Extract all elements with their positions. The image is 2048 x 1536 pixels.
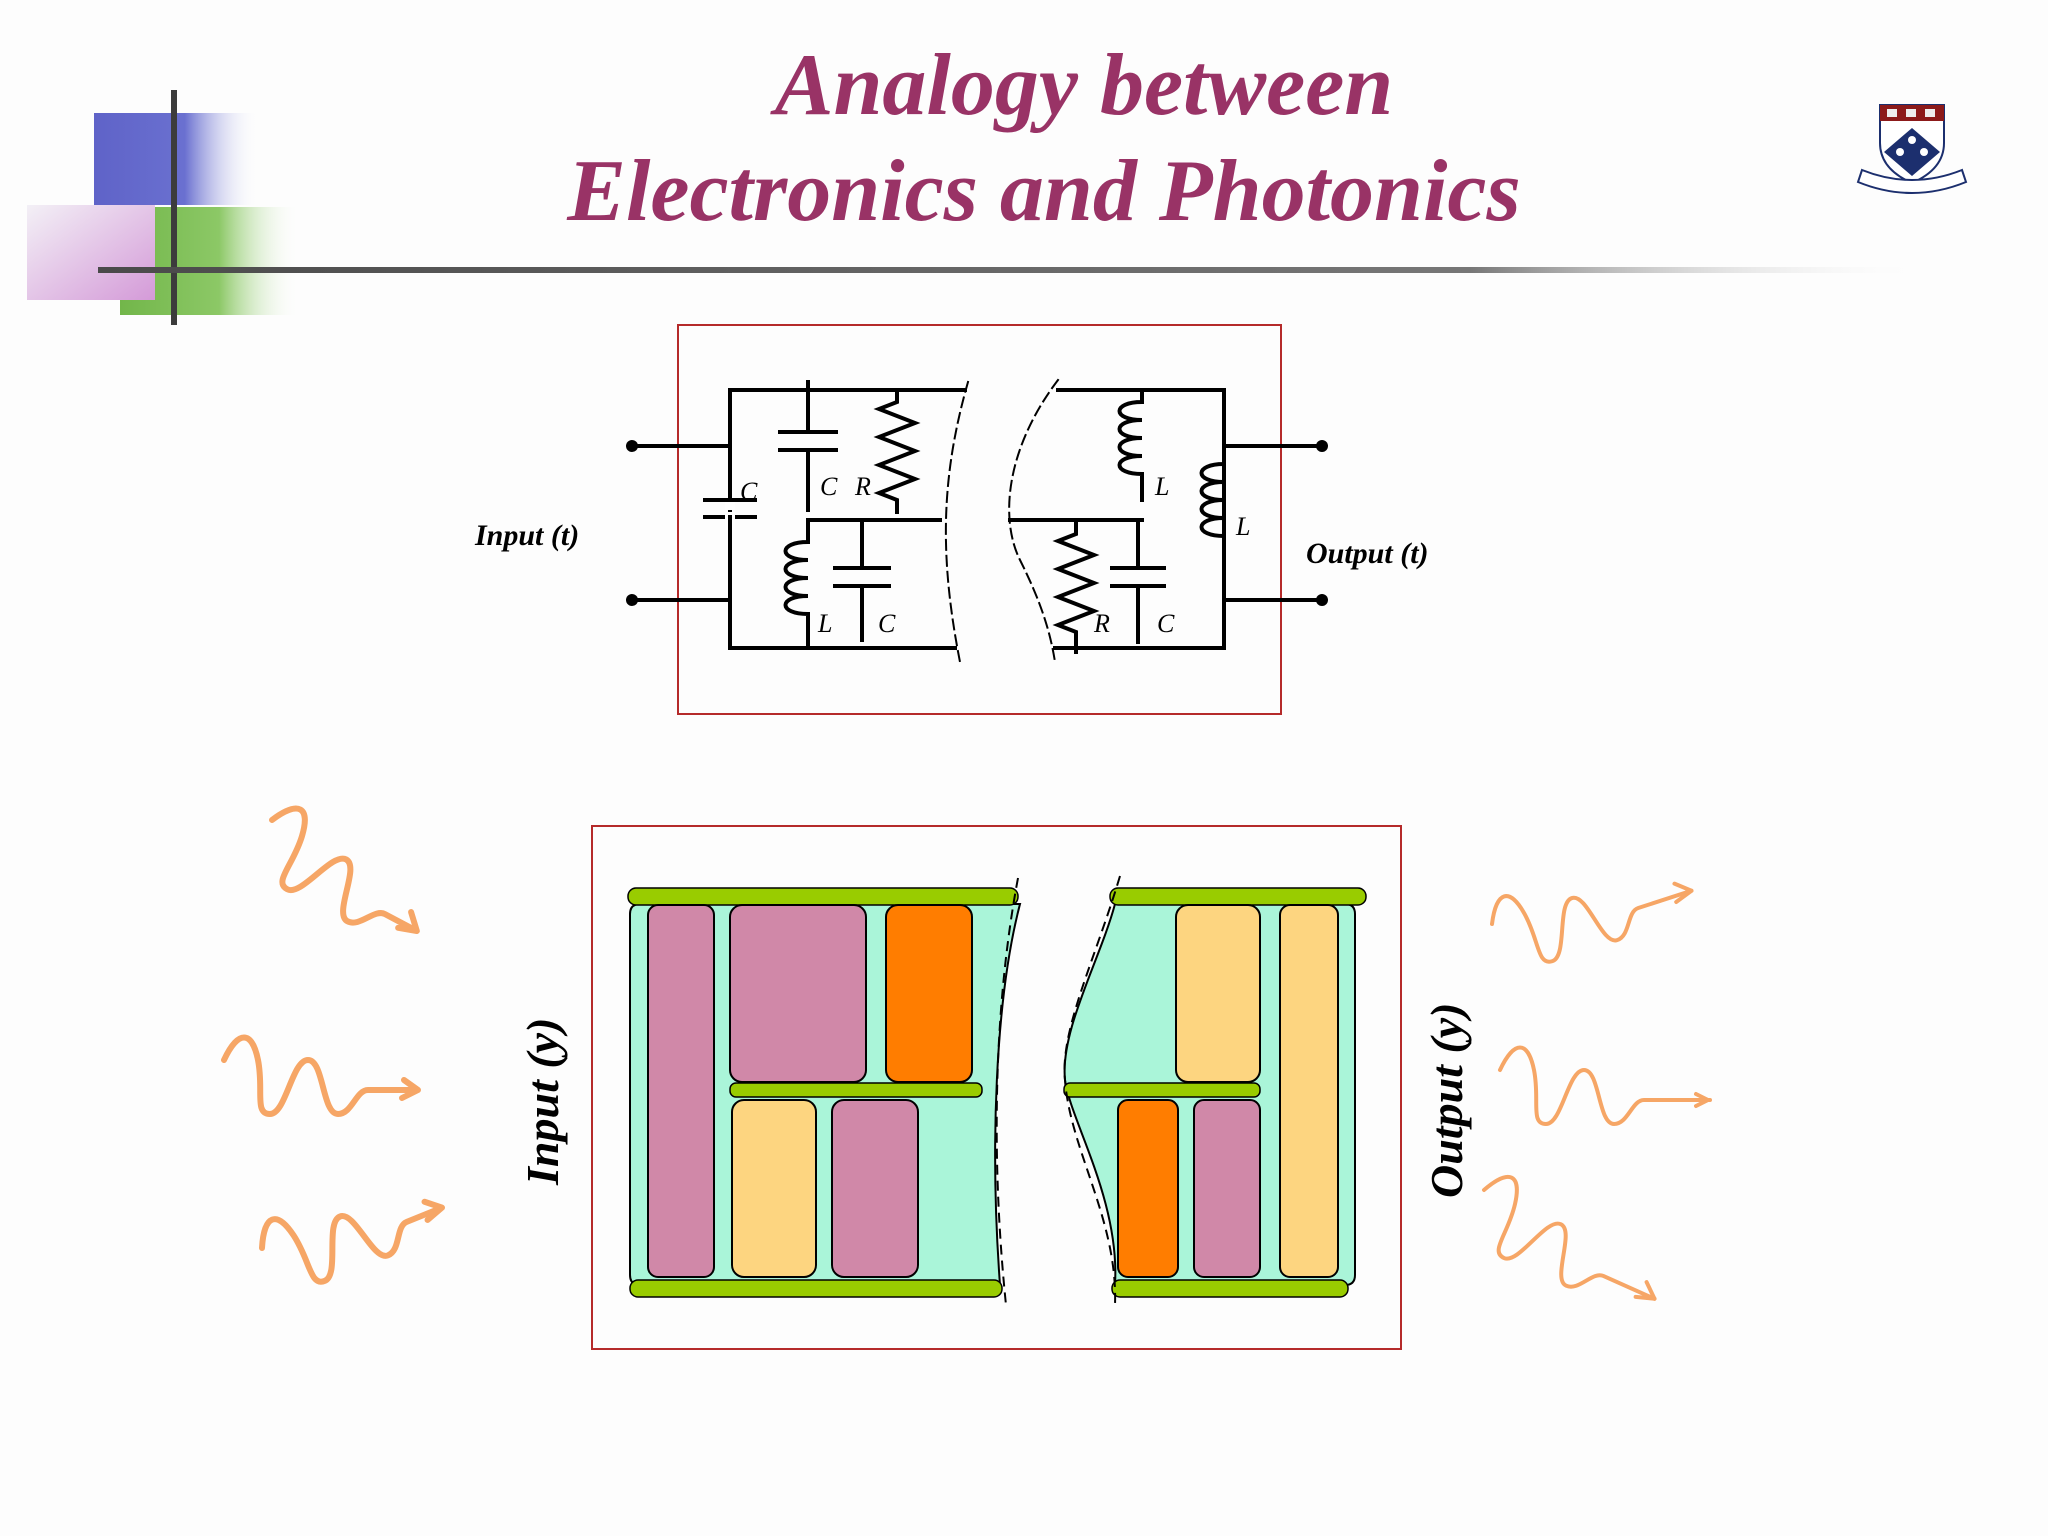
circuit-labels: C C R L C L L R C Input (t) Output (t) [474,472,1429,638]
label-r-top: R [854,472,871,501]
break-right [1008,378,1060,664]
label-l-bottom: L [817,609,832,638]
label-r-bottom-right: R [1093,609,1110,638]
university-shield-logo [1856,104,1968,194]
rail-mid-right [1063,1082,1261,1098]
label-c-bottom-right: C [1157,609,1175,638]
circuit-diagram [626,324,1328,715]
rail-bottom-left [629,1279,1003,1298]
capacitor-c-bottom-right [1110,518,1166,644]
block-peach-tall-right [1279,904,1339,1278]
input-wave-3 [259,1198,445,1285]
photonic-frame [591,825,1402,1350]
block-orange-bottom-right [1117,1099,1179,1278]
label-l-right-mid: L [1154,472,1169,501]
rail-mid-left [729,1082,983,1098]
inductor-l-bottom [783,518,810,648]
output-terminal-bottom [1316,594,1328,606]
photonic-diagram [591,825,1402,1350]
rail-bottom-right [1111,1279,1349,1298]
rail-top-left [627,887,1019,906]
label-c-top: C [820,472,838,501]
input-terminal-bottom [626,594,638,606]
input-wave-2 [221,1034,421,1117]
output-wave-1 [1490,881,1694,964]
title-line-1: Analogy between [774,37,1394,134]
block-orange-top [885,904,973,1083]
photonic-input-label: Input (y) [517,1018,568,1186]
circuit-input-label: Input (t) [474,519,579,552]
capacitor-c-left [703,468,757,577]
inductor-l-right-mid [1117,388,1144,502]
block-peach-bottom-left [731,1099,817,1278]
block-peach-top-right [1175,904,1261,1083]
capacitor-c-top [778,380,838,512]
input-wave-1 [269,805,420,934]
circuit-frame [677,324,1282,715]
input-light-waves [221,805,445,1285]
circuit-output-label: Output (t) [1306,537,1429,570]
input-terminal-top [626,440,638,452]
label-l-right: L [1235,512,1250,541]
resistor-r-bottom-right [1052,518,1100,654]
break-left [944,380,970,664]
label-c-left: C [740,477,758,506]
block-mauve-tall [647,904,715,1278]
photonic-output-label: Output (y) [1421,1003,1472,1199]
inductor-l-right [1199,444,1226,554]
output-light-waves [1482,881,1712,1301]
block-mauve-bottom-left [831,1099,919,1278]
label-c-bottom: C [878,609,896,638]
title-line-2: Electronics and Photonics [567,143,1521,240]
rail-top-right [1109,887,1367,906]
block-mauve-bottom-right [1193,1099,1261,1278]
output-wave-2 [1498,1045,1712,1126]
capacitor-c-bottom [833,518,891,642]
output-wave-3 [1482,1175,1657,1301]
resistor-r-top [873,388,921,514]
decorative-corner [27,90,1928,325]
output-terminal-top [1316,440,1328,452]
block-mauve-top [729,904,867,1083]
